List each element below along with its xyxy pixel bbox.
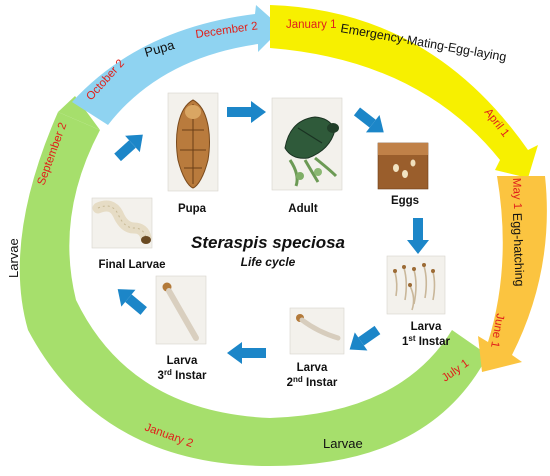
egg-hatching-start-date: May 1 <box>510 178 523 210</box>
larva3-photo <box>155 275 207 345</box>
larvae-bottom-label: Larvae <box>323 436 363 451</box>
larva3-num: 3 <box>158 370 164 382</box>
emergency-band <box>270 5 538 178</box>
larva1-sup: st <box>408 334 415 343</box>
larva2-num: 2 <box>287 377 293 389</box>
larvae-band-tip <box>58 96 100 130</box>
arrow-larva2-to-larva3 <box>227 342 266 364</box>
eggs-caption: Eggs <box>391 195 419 207</box>
egg-hatching-end-date: June 1 <box>488 312 506 348</box>
pupa-photo <box>167 92 219 192</box>
arrow-adult-to-eggs <box>353 107 384 133</box>
final-larvae-caption: Final Larvae <box>98 259 165 271</box>
arrow-eggs-to-larva1 <box>407 218 429 254</box>
larva2-caption-line2: 2nd Instar <box>287 375 338 389</box>
pupa-caption: Pupa <box>178 203 207 215</box>
species-title: Steraspis speciosa <box>191 233 345 252</box>
larva3-rest: Instar <box>172 370 207 382</box>
arrow-larva3-to-final <box>117 289 147 315</box>
larvae-band <box>19 112 488 466</box>
eggs-photo <box>377 142 429 190</box>
arrow-final-to-pupa <box>114 134 143 162</box>
larva2-photo <box>289 307 345 355</box>
larvae-left-label: Larvae <box>6 238 21 278</box>
larva1-caption-line2: 1st Instar <box>402 334 451 348</box>
emergency-start-date: January 1 <box>286 19 337 31</box>
larva2-caption-line1: Larva <box>297 362 328 374</box>
egg-hatching-band <box>478 176 547 372</box>
final-larvae-photo <box>91 197 153 249</box>
pupa-band <box>72 5 282 125</box>
life-cycle-subtitle: Life cycle <box>241 255 296 269</box>
arrow-pupa-to-adult <box>227 101 266 123</box>
larva1-caption-line1: Larva <box>411 321 442 333</box>
beetle-photo <box>271 97 343 191</box>
larva1-photo <box>386 255 446 315</box>
larva2-sup: nd <box>293 375 303 384</box>
arrow-larva1-to-larva2 <box>349 325 381 351</box>
larva3-sup: rd <box>164 368 172 377</box>
larva3-caption-line2: 3rd Instar <box>158 368 207 382</box>
adult-caption: Adult <box>288 203 318 215</box>
egg-hatching-label: Egg-hatching <box>510 213 527 287</box>
larva1-num: 1 <box>402 336 409 348</box>
larva2-rest: Instar <box>303 377 338 389</box>
larva1-rest: Instar <box>416 336 451 348</box>
larva3-caption-line1: Larva <box>167 355 198 367</box>
